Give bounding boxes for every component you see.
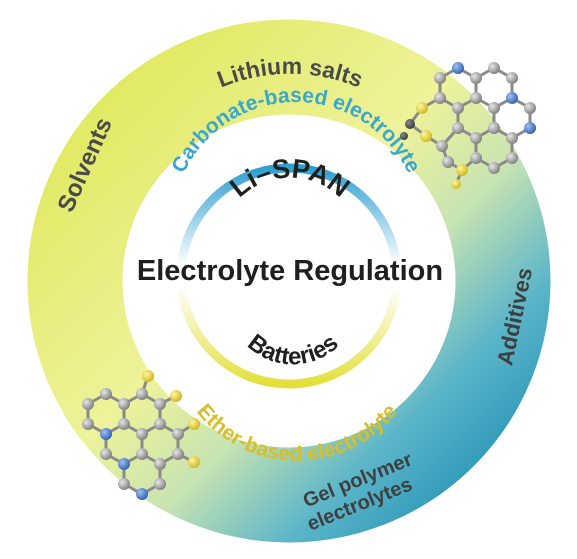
center-title: Electrolyte Regulation — [137, 255, 443, 287]
inner-ring — [176, 163, 402, 389]
inner-disc — [123, 115, 455, 447]
molecule-structure-icon — [82, 370, 200, 500]
outer-ring — [27, 19, 551, 543]
molecule-structure-icon — [400, 62, 536, 189]
